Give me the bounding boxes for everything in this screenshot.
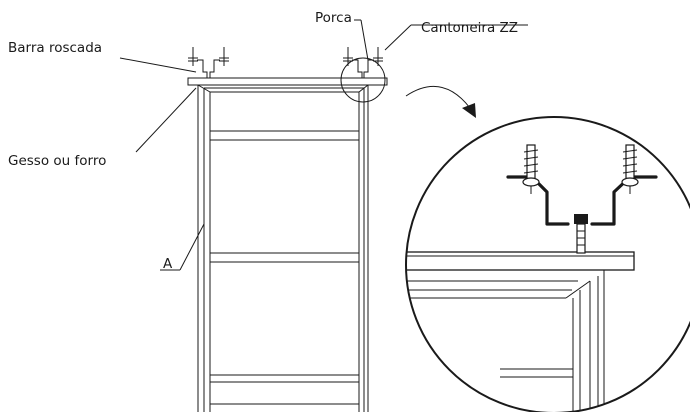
- svg-text:Porca: Porca: [315, 10, 352, 26]
- screw-icon: [621, 144, 639, 194]
- svg-text:Gesso ou forro: Gesso ou forro: [8, 153, 106, 169]
- svg-text:Barra roscada: Barra roscada: [8, 40, 102, 56]
- panel-frame: [197, 84, 369, 412]
- label-z-bracket: Cantoneira ZZ: [384, 20, 528, 51]
- label-nut: Porca: [315, 10, 369, 61]
- label-panel-a: A: [160, 223, 205, 272]
- screw-icon: [522, 144, 540, 194]
- detail-highlight-circle: [340, 57, 386, 103]
- zoom-arrow: [405, 86, 476, 118]
- ceiling-board: [187, 77, 388, 86]
- zoom-detail: [405, 116, 690, 414]
- svg-text:A: A: [163, 256, 173, 272]
- svg-text:Cantoneira ZZ: Cantoneira ZZ: [421, 20, 518, 36]
- label-threaded-rod: Barra roscada: [8, 40, 197, 73]
- label-ceiling: Gesso ou forro: [8, 87, 197, 169]
- bracket-hanger-left: [188, 47, 229, 78]
